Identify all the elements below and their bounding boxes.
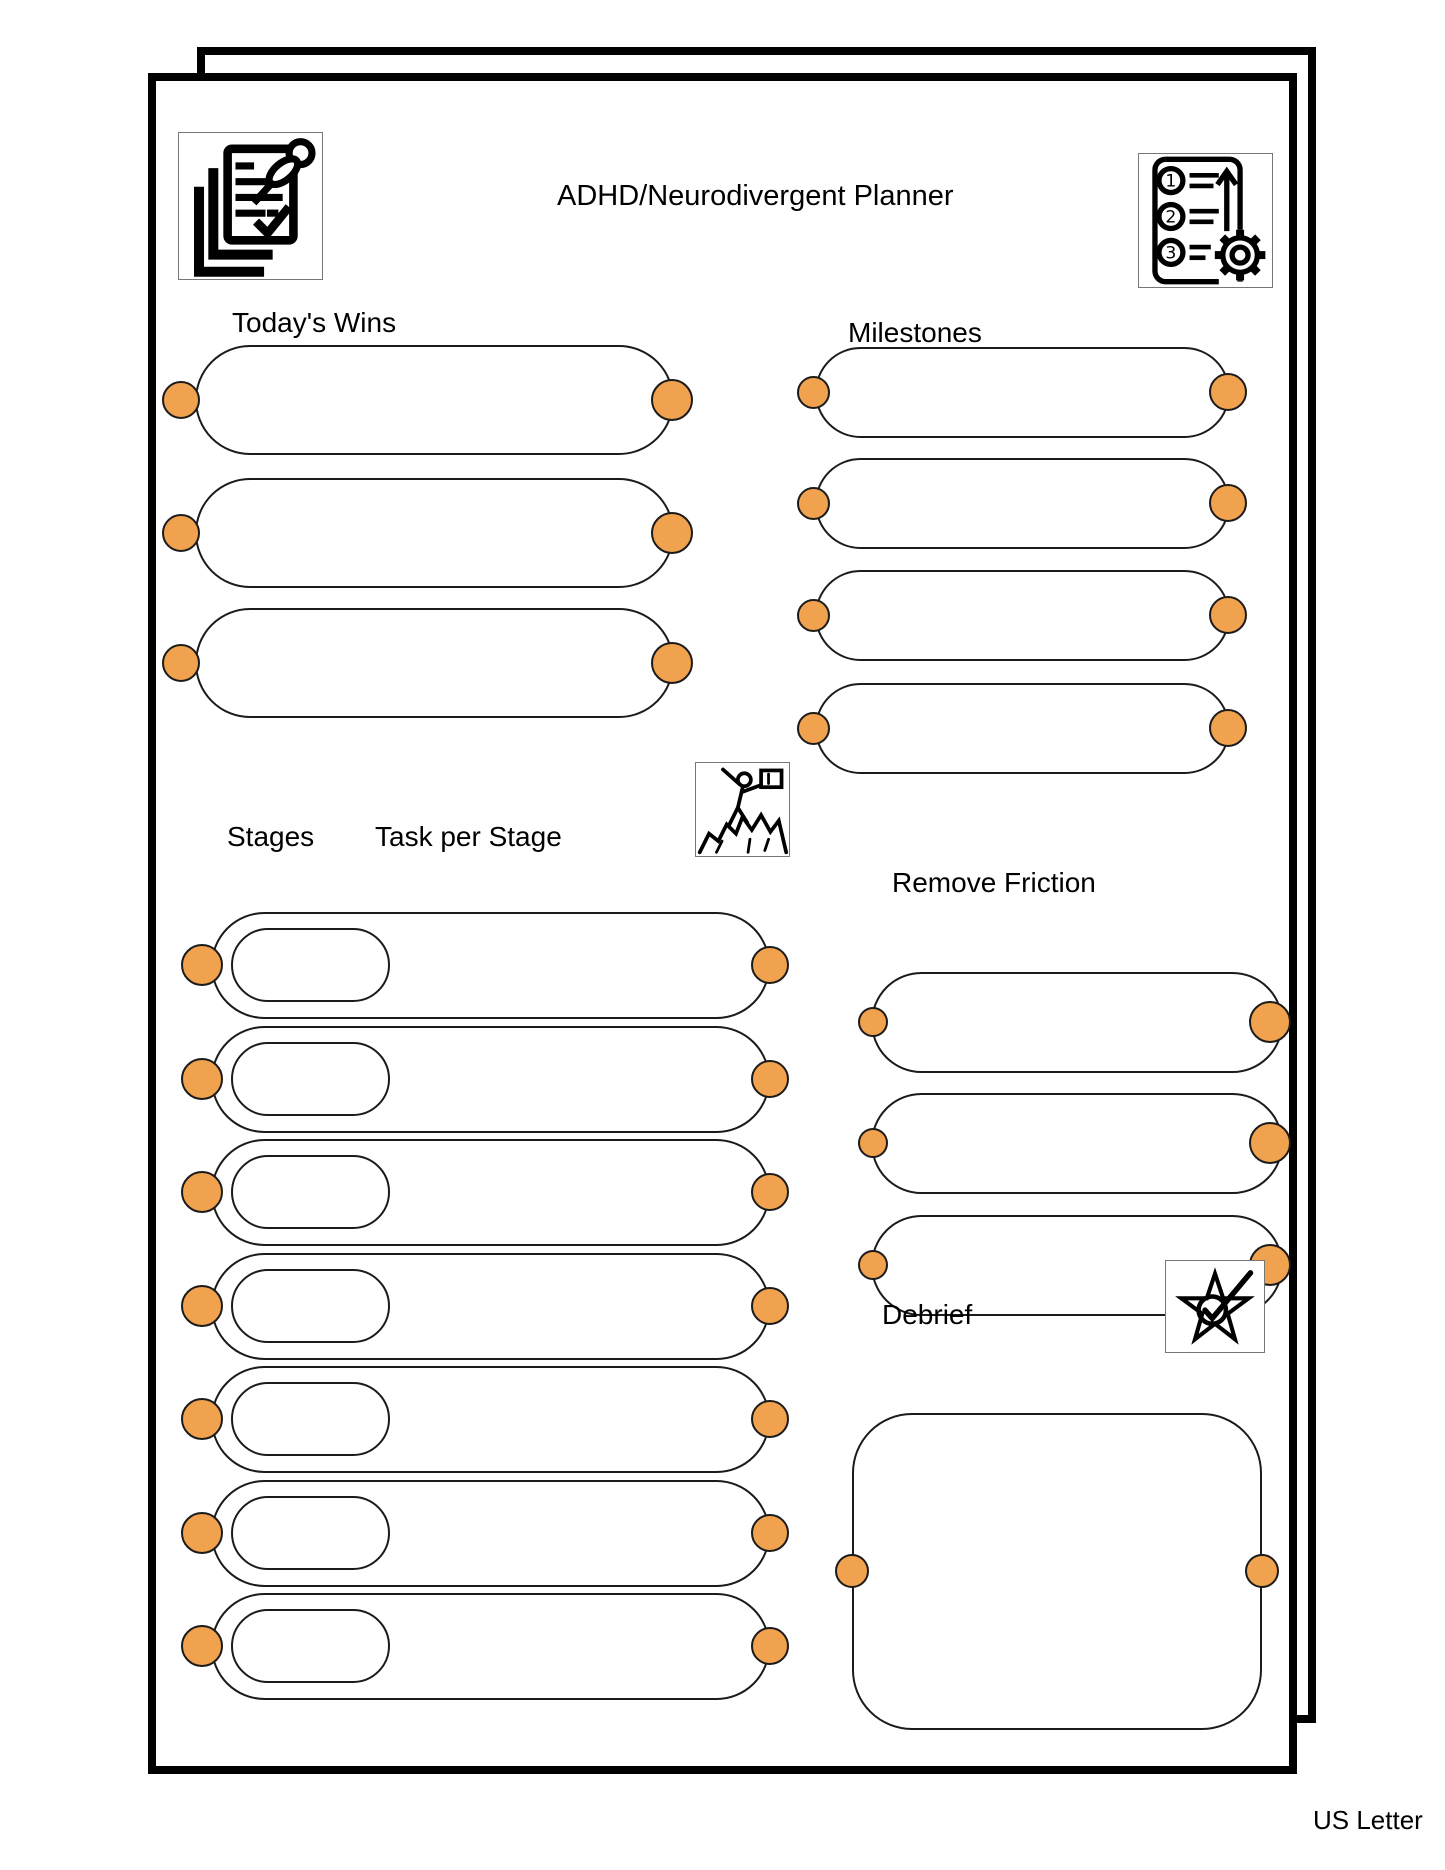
svg-text:2: 2 xyxy=(1165,207,1176,227)
connector-dot xyxy=(1209,373,1247,411)
connector-dot xyxy=(797,599,830,632)
connector-dot xyxy=(858,1007,888,1037)
connector-dot xyxy=(858,1250,888,1280)
connector-dot xyxy=(858,1128,888,1158)
connector-dot xyxy=(651,512,693,554)
star-checkmark-icon xyxy=(1165,1260,1265,1353)
remove-friction-row[interactable] xyxy=(871,1093,1283,1194)
connector-dot xyxy=(751,1173,789,1211)
milestones-row[interactable] xyxy=(815,570,1230,661)
milestones-heading: Milestones xyxy=(848,317,982,348)
numbered-steps-gear-icon: 1 2 3 xyxy=(1138,153,1273,288)
connector-dot xyxy=(1249,1122,1291,1164)
svg-text:3: 3 xyxy=(1165,243,1176,263)
stage-field[interactable] xyxy=(231,1269,390,1343)
todays-wins-row[interactable] xyxy=(195,608,674,718)
milestones-row[interactable] xyxy=(815,683,1230,774)
remove-friction-row[interactable] xyxy=(871,972,1283,1073)
connector-dot xyxy=(181,1171,223,1213)
connector-dot xyxy=(1245,1554,1279,1588)
stage-field[interactable] xyxy=(231,1496,390,1570)
connector-dot xyxy=(181,1398,223,1440)
connector-dot xyxy=(751,1400,789,1438)
connector-dot xyxy=(751,946,789,984)
connector-dot xyxy=(751,1627,789,1665)
connector-dot xyxy=(162,644,200,682)
connector-dot xyxy=(1249,1001,1291,1043)
connector-dot xyxy=(181,944,223,986)
connector-dot xyxy=(162,381,200,419)
debrief-heading: Debrief xyxy=(882,1299,973,1330)
connector-dot xyxy=(651,379,693,421)
connector-dot xyxy=(181,1058,223,1100)
connector-dot xyxy=(797,376,830,409)
mountain-climber-flag-icon xyxy=(695,762,790,857)
stage-field[interactable] xyxy=(231,928,390,1002)
svg-text:1: 1 xyxy=(1165,172,1176,192)
connector-dot xyxy=(181,1625,223,1667)
todays-wins-heading: Today's Wins xyxy=(232,307,397,338)
connector-dot xyxy=(751,1287,789,1325)
stage-field[interactable] xyxy=(231,1155,390,1229)
connector-dot xyxy=(181,1285,223,1327)
connector-dot xyxy=(797,487,830,520)
milestones-row[interactable] xyxy=(815,347,1230,438)
connector-dot xyxy=(751,1514,789,1552)
connector-dot xyxy=(651,642,693,684)
clipboard-pushpin-icon xyxy=(178,132,323,280)
connector-dot xyxy=(1209,596,1247,634)
stage-field[interactable] xyxy=(231,1382,390,1456)
connector-dot xyxy=(181,1512,223,1554)
stage-field[interactable] xyxy=(231,1042,390,1116)
task-per-stage-heading: Task per Stage xyxy=(375,821,562,852)
stages-heading: Stages xyxy=(227,821,315,852)
todays-wins-row[interactable] xyxy=(195,345,674,455)
debrief-field[interactable] xyxy=(852,1413,1262,1730)
connector-dot xyxy=(162,514,200,552)
connector-dot xyxy=(835,1554,869,1588)
page-title: ADHD/Neurodivergent Planner xyxy=(557,180,954,212)
stage-field[interactable] xyxy=(231,1609,390,1683)
connector-dot xyxy=(1209,709,1247,747)
todays-wins-row[interactable] xyxy=(195,478,674,588)
page-size-label: US Letter xyxy=(1313,1805,1423,1835)
remove-friction-heading: Remove Friction xyxy=(892,867,1096,898)
connector-dot xyxy=(1209,484,1247,522)
connector-dot xyxy=(751,1060,789,1098)
milestones-row[interactable] xyxy=(815,458,1230,549)
connector-dot xyxy=(797,712,830,745)
